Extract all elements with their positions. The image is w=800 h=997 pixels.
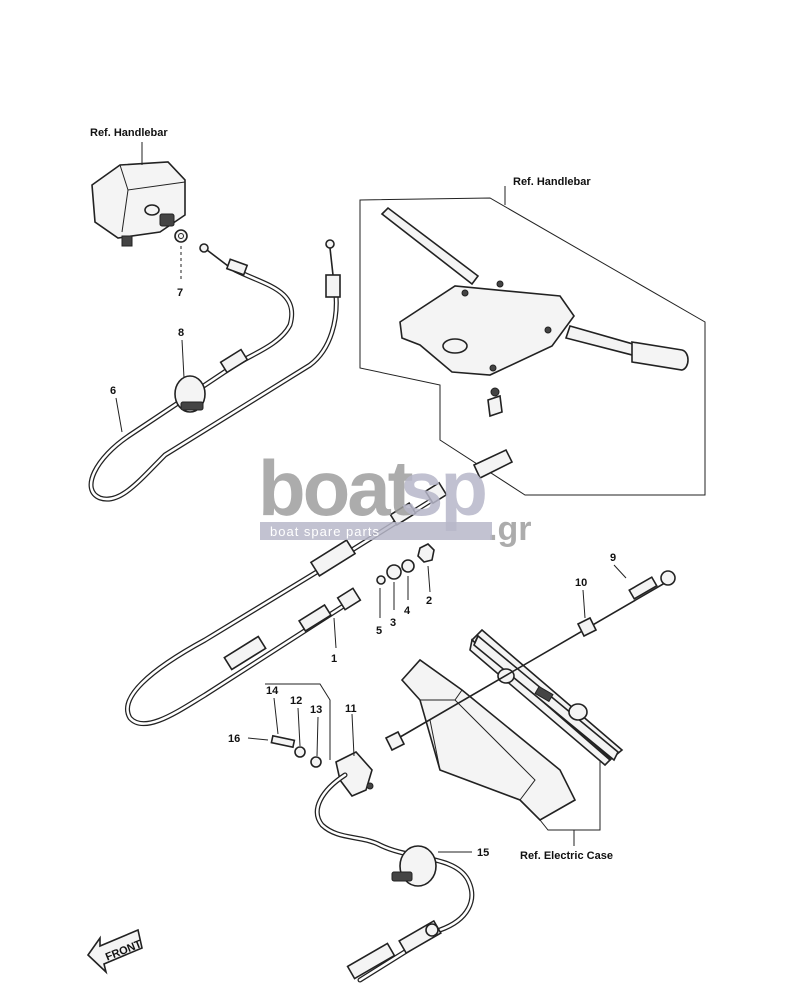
callout-8: 8 — [178, 327, 184, 339]
watermark-tagline: boat spare parts — [270, 524, 380, 539]
callout-10: 10 — [575, 577, 587, 589]
callout-2: 2 — [426, 595, 432, 607]
ref-electric-case: Ref. Electric Case — [520, 850, 613, 862]
adjuster-screw — [472, 387, 514, 480]
rod-9 — [384, 570, 676, 752]
electric-case — [400, 628, 624, 821]
clamp-15 — [391, 845, 437, 887]
watermark-logo: boat sp .gr boat spare parts — [258, 444, 531, 548]
handlebar-ref-box — [359, 197, 706, 496]
cable-6 — [88, 239, 341, 502]
lower-cable — [314, 772, 475, 983]
callout-14: 14 — [266, 685, 279, 697]
cable-1 — [125, 481, 448, 727]
front-arrow-icon: FRONT — [86, 928, 144, 975]
watermark-suffix: .gr — [488, 510, 531, 548]
callout-15: 15 — [477, 847, 489, 859]
callout-16: 16 — [228, 733, 240, 745]
callout-1: 1 — [331, 653, 337, 665]
callout-13: 13 — [310, 704, 322, 716]
callout-11: 11 — [345, 703, 357, 715]
callout-7: 7 — [177, 287, 183, 299]
watermark-word2: sp — [400, 444, 485, 532]
handlebar-assembly — [380, 206, 689, 376]
callout-5: 5 — [376, 625, 382, 637]
ref-handlebar-left: Ref. Handlebar — [90, 127, 168, 139]
watermark-word1: boat — [258, 444, 414, 532]
small-parts-12-16 — [265, 683, 331, 768]
small-parts-2-5 — [376, 543, 435, 585]
ref-handlebar-right: Ref. Handlebar — [513, 176, 591, 188]
bracket-11 — [335, 751, 374, 797]
callout-12: 12 — [290, 695, 302, 707]
clamp-8 — [174, 375, 206, 413]
callout-4: 4 — [404, 605, 411, 617]
callout-6: 6 — [110, 385, 116, 397]
callout-3: 3 — [390, 617, 396, 629]
callout-9: 9 — [610, 552, 616, 564]
washer-7 — [174, 229, 188, 243]
throttle-housing — [91, 161, 186, 247]
